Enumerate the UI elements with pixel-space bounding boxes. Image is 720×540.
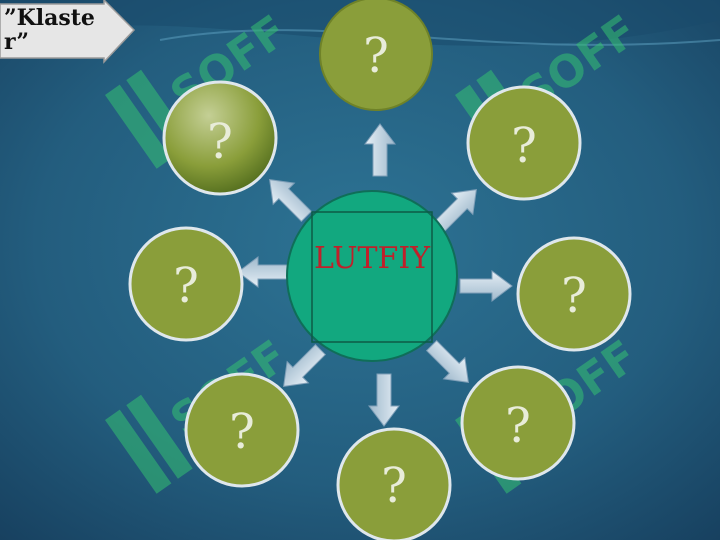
arrow-top-right <box>433 189 477 233</box>
outer-node-bottom <box>336 427 452 540</box>
outer-node-bottom-right <box>460 365 576 481</box>
arrow-top-left <box>269 179 313 223</box>
arrow-right <box>459 270 513 302</box>
outer-node-group <box>128 0 632 540</box>
center-node-label: LUTFIY <box>313 241 431 276</box>
outer-node-top-right <box>466 85 582 201</box>
outer-node-right <box>516 236 632 352</box>
arrow-bottom-left <box>283 343 327 387</box>
arrow-bottom <box>368 373 400 427</box>
arrow-bottom-right <box>425 339 469 383</box>
outer-node-top-left <box>162 80 278 196</box>
outer-node-left <box>128 226 244 342</box>
center-node-frame <box>311 211 433 343</box>
slide-title: ”Klaster” <box>4 5 95 55</box>
center-node <box>286 190 458 362</box>
arrow-top <box>364 123 396 177</box>
arrow-left <box>237 256 291 288</box>
outer-node-bottom-left <box>184 372 300 488</box>
outer-node-top <box>319 0 433 111</box>
arrow-group <box>237 123 513 427</box>
title-callout-arrow <box>0 0 136 64</box>
